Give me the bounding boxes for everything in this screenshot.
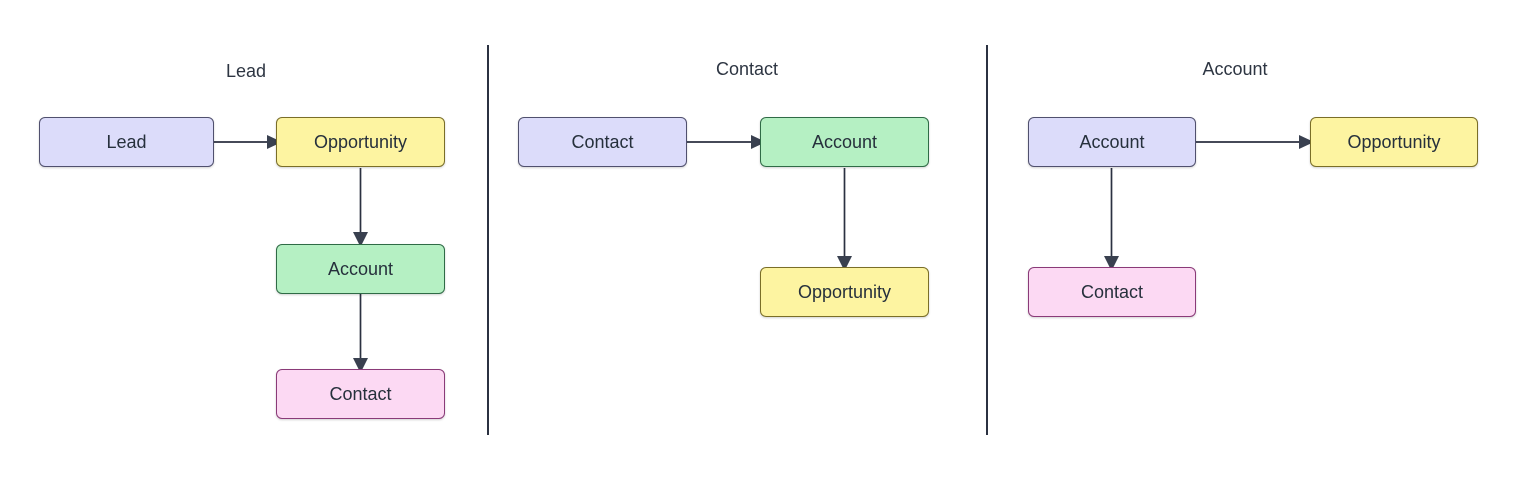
column-divider-2 — [986, 45, 988, 435]
column-title-account: Account — [1202, 59, 1268, 79]
node-contact-opportunity[interactable]: Opportunity — [760, 267, 929, 317]
edge-contact-to-account — [687, 135, 766, 149]
column-divider-1 — [487, 45, 489, 435]
node-lead-lead[interactable]: Lead — [39, 117, 214, 167]
edge-account-to-opportunity-3 — [1196, 135, 1314, 149]
node-lead-account[interactable]: Account — [276, 244, 445, 294]
node-account-contact[interactable]: Contact — [1028, 267, 1196, 317]
node-contact-contact[interactable]: Contact — [518, 117, 687, 167]
node-lead-contact[interactable]: Contact — [276, 369, 445, 419]
column-title-contact: Contact — [715, 59, 779, 79]
edge-lead-to-opportunity — [213, 135, 282, 149]
column-title-lead: Lead — [225, 61, 267, 81]
edge-opportunity-to-account — [353, 168, 368, 247]
node-account-account[interactable]: Account — [1028, 117, 1196, 167]
edge-account-to-contact-3 — [1104, 168, 1119, 271]
edge-account-to-opportunity — [837, 168, 852, 271]
edge-account-to-contact — [353, 294, 368, 373]
node-account-opportunity[interactable]: Opportunity — [1310, 117, 1478, 167]
node-contact-account[interactable]: Account — [760, 117, 929, 167]
node-lead-opportunity[interactable]: Opportunity — [276, 117, 445, 167]
